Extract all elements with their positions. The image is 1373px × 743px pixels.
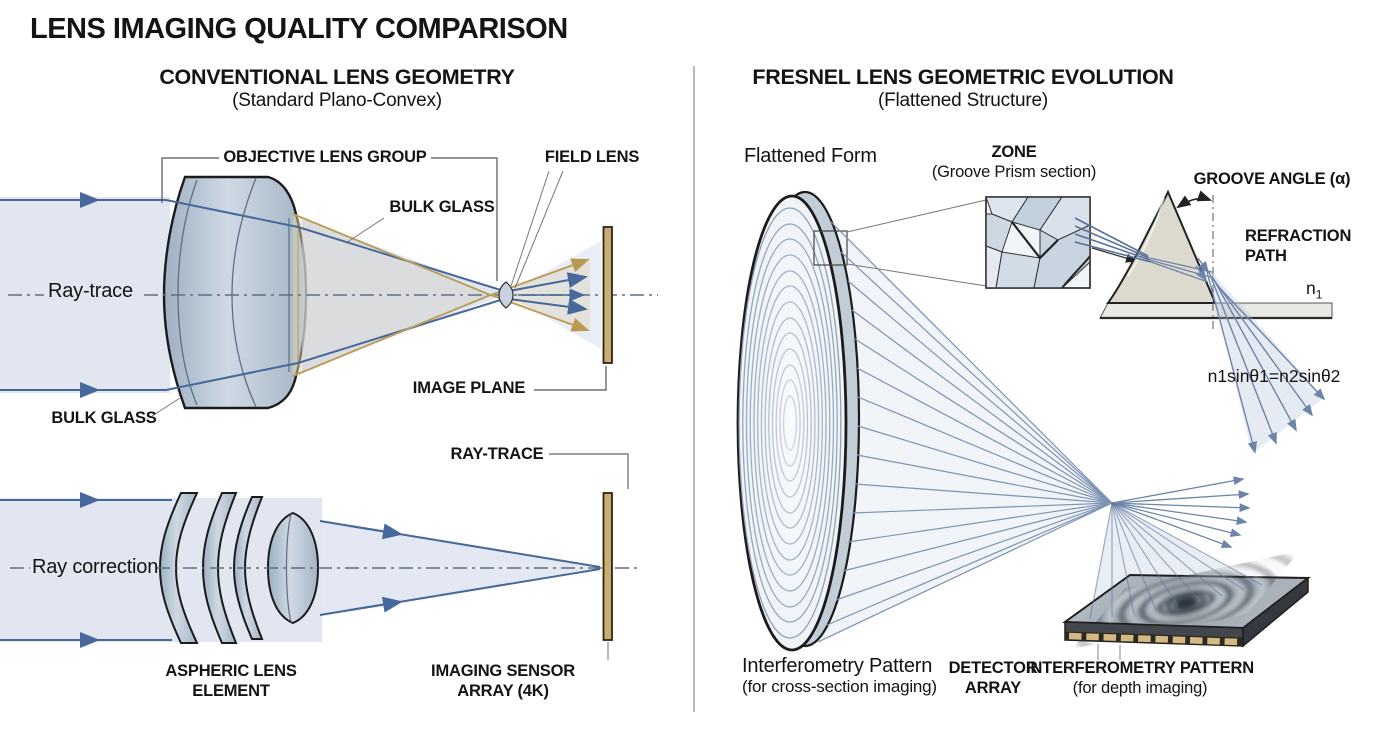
- imaging-sensor-bar: [602, 492, 613, 641]
- label-flattened-form: Flattened Form: [744, 145, 877, 167]
- label-interferometry-pattern: Interferometry Pattern (for cross-sectio…: [742, 655, 937, 697]
- label-detector-array: DETECTOR ARRAY: [948, 659, 1038, 697]
- label-aspheric-lens-element: ASPHERIC LENS ELEMENT: [165, 662, 297, 700]
- image-plane-bar: [602, 226, 613, 364]
- field-lens-element: [498, 281, 514, 309]
- fresnel-rings: [738, 207, 842, 639]
- left-panel-subtitle: (Standard Plano-Convex): [232, 90, 442, 111]
- label-ray-trace: Ray-trace: [48, 280, 133, 302]
- zone-callout-rect: [813, 230, 848, 266]
- label-snell-equation: n1sinθ1=n2sinθ2: [1207, 366, 1341, 386]
- depth-ray-fan: [1089, 502, 1263, 620]
- label-groove-angle: GROOVE ANGLE (α): [1193, 170, 1351, 188]
- right-panel-title: FRESNEL LENS GEOMETRIC EVOLUTION: [752, 65, 1174, 89]
- label-ray-trace-sensor: RAY-TRACE: [450, 445, 544, 463]
- label-refraction-path: REFRACTION PATH: [1245, 227, 1352, 265]
- conventional-lens-diagram: [0, 157, 658, 417]
- label-bulk-glass-top: BULK GLASS: [389, 198, 495, 216]
- label-field-lens: FIELD LENS: [544, 148, 640, 166]
- label-zone: ZONE (Groove Prism section): [931, 143, 1097, 181]
- groove-prism-detail: [1074, 189, 1333, 454]
- label-image-plane: IMAGE PLANE: [412, 379, 526, 397]
- label-bulk-glass-bottom: BULK GLASS: [51, 409, 157, 427]
- label-ray-correction: Ray correction: [32, 556, 159, 578]
- label-imaging-sensor-array: IMAGING SENSOR ARRAY (4K): [431, 662, 575, 700]
- ray-correction-diagram: [0, 453, 640, 660]
- right-panel-subtitle: (Flattened Structure): [877, 90, 1049, 111]
- label-n1: n1: [1306, 278, 1323, 302]
- fresnel-lens-diagram: [736, 190, 1262, 652]
- page-title: LENS IMAGING QUALITY COMPARISON: [30, 13, 568, 45]
- label-interferometry-pattern-caps: INTERFEROMETRY PATTERN (for depth imagin…: [1026, 659, 1254, 697]
- left-panel-title: CONVENTIONAL LENS GEOMETRY: [159, 65, 515, 89]
- zone-inset: [985, 196, 1138, 289]
- detector-pads: [1068, 632, 1240, 646]
- label-objective-lens-group: OBJECTIVE LENS GROUP: [223, 148, 427, 166]
